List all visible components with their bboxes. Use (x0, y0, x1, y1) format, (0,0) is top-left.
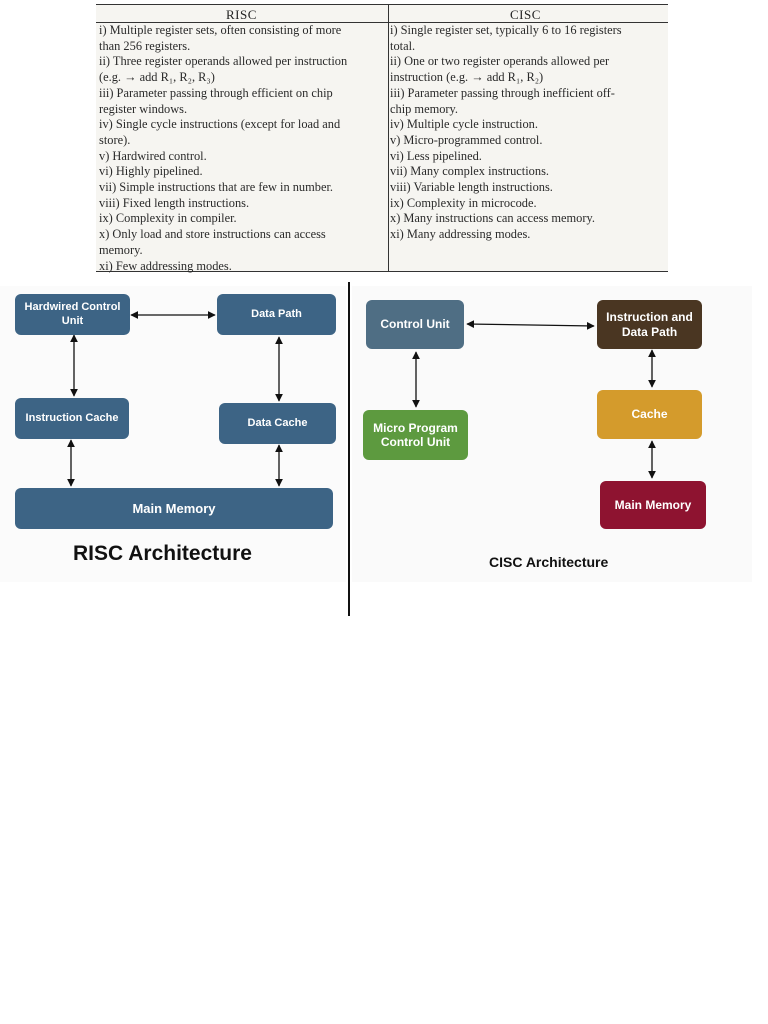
diagram-divider (348, 282, 350, 616)
table-row: ii) One or two register operands allowed… (390, 54, 610, 69)
table-row: viii) Fixed length instructions. (99, 195, 250, 210)
table-row: iii) Parameter passing through inefficie… (390, 85, 615, 100)
table-row: xi) Many addressing modes. (390, 227, 531, 242)
table-row: viii) Variable length instructions. (390, 180, 553, 195)
connector-arrows (67, 311, 656, 487)
table-row: vii) Many complex instructions. (390, 164, 549, 179)
table-row: iv) Multiple cycle instruction. (390, 117, 538, 132)
instruction-and-data-path-box: Instruction and Data Path (597, 300, 702, 349)
comparison-table: RISC CISC i) Multiple register sets, oft… (96, 4, 668, 274)
table-row: vi) Highly pipelined. (99, 164, 203, 179)
risc-column-header: RISC (226, 7, 257, 22)
data-cache-box: Data Cache (219, 403, 336, 444)
cisc-architecture-title: CISC Architecture (489, 554, 609, 570)
table-row: vii) Simple instructions that are few in… (99, 180, 333, 195)
main-memory-box: Main Memory (15, 488, 333, 529)
table-row: xi) Few addressing modes. (99, 258, 232, 273)
table-row: iv) Single cycle instructions (except fo… (99, 117, 341, 132)
micro-program-control-unit-box: Micro Program Control Unit (363, 410, 468, 460)
cisc-column: i) Single register set, typically 6 to 1… (390, 23, 666, 243)
table-top-rule (96, 4, 668, 5)
architecture-diagrams: Hardwired Control Unit Data Path Instruc… (0, 282, 768, 622)
table-row: store). (99, 132, 131, 147)
cache-box: Cache (597, 390, 702, 439)
table-row: instruction (e.g. → add R₁, R₂) (390, 70, 544, 85)
table-header-rule (96, 22, 668, 23)
main-memory-box-cisc: Main Memory (600, 481, 706, 529)
arrow-control-datapath-cisc (466, 320, 595, 330)
table-row: iii) Parameter passing through efficient… (99, 85, 333, 100)
table-row: register windows. (99, 101, 188, 116)
table-row: memory. (99, 242, 143, 257)
table-row: v) Micro-programmed control. (390, 132, 543, 147)
instruction-cache-box: Instruction Cache (15, 398, 129, 439)
table-row: chip memory. (390, 101, 459, 116)
cisc-column-header: CISC (510, 7, 541, 22)
hardwired-control-unit-box: Hardwired Control Unit (15, 294, 130, 335)
table-row: (e.g. → add R₁, R₂, R₃) (99, 70, 215, 85)
table-row: x) Many instructions can access memory. (390, 211, 595, 226)
risc-column: i) Multiple register sets, often consist… (99, 23, 387, 274)
table-column-divider (388, 4, 389, 272)
table-bottom-rule (96, 271, 668, 272)
table-row: ix) Complexity in compiler. (99, 211, 237, 226)
table-row: ii) Three register operands allowed per … (99, 54, 348, 69)
table-row: total. (390, 38, 416, 53)
data-path-box: Data Path (217, 294, 336, 335)
table-row: x) Only load and store instructions can … (99, 227, 326, 242)
table-row: ix) Complexity in microcode. (390, 195, 537, 210)
table-row: i) Single register set, typically 6 to 1… (390, 23, 622, 37)
control-unit-box: Control Unit (366, 300, 464, 349)
table-row: than 256 registers. (99, 38, 191, 53)
table-row: vi) Less pipelined. (390, 148, 482, 163)
table-row: i) Multiple register sets, often consist… (99, 23, 342, 37)
table-row: v) Hardwired control. (99, 148, 207, 163)
risc-architecture-title: RISC Architecture (73, 542, 252, 565)
